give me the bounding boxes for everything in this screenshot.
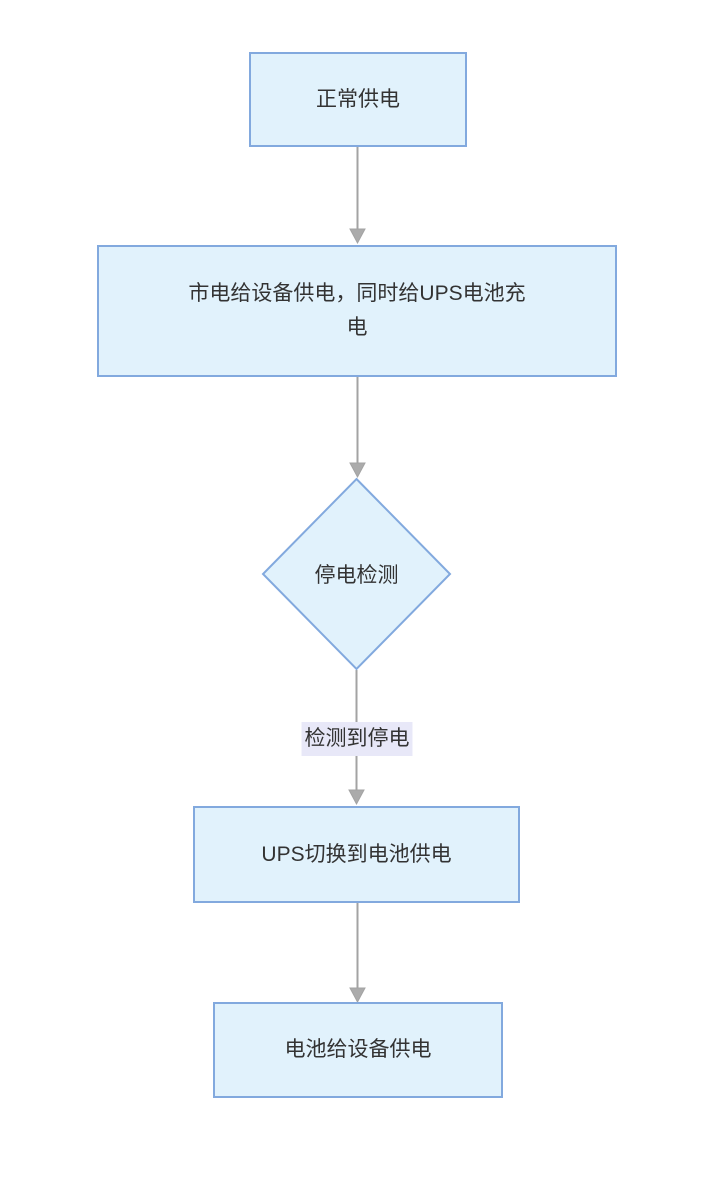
node-label: 电池给设备供电 [284,1038,432,1062]
node-label: UPS切换到电池供电 [261,842,452,866]
edge-label-text: 检测到停电 [304,727,410,750]
edge-a-to-b [349,147,366,245]
node-battery-powers-devices: 电池给设备供电 [213,1002,503,1098]
edge-label-outage-detected: 检测到停电 [301,722,413,756]
arrowhead-icon [349,987,366,1004]
node-outage-detection: 停电检测 [261,478,452,670]
node-label: 正常供电 [316,87,400,111]
node-ups-switch-to-battery: UPS切换到电池供电 [193,806,520,903]
arrowhead-icon [348,789,365,806]
node-label: 停电检测 [314,564,399,587]
node-mains-powers-and-charges: 市电给设备供电，同时给UPS电池充电 [97,245,617,377]
node-normal-power: 正常供电 [249,52,467,147]
edge-b-to-c [349,377,366,479]
arrowhead-icon [349,462,366,479]
arrowhead-icon [349,228,366,245]
decision-diamond-shape [261,477,452,671]
edge-d-to-e [349,903,366,1004]
node-label: 市电给设备供电，同时给UPS电池充电 [188,282,526,339]
